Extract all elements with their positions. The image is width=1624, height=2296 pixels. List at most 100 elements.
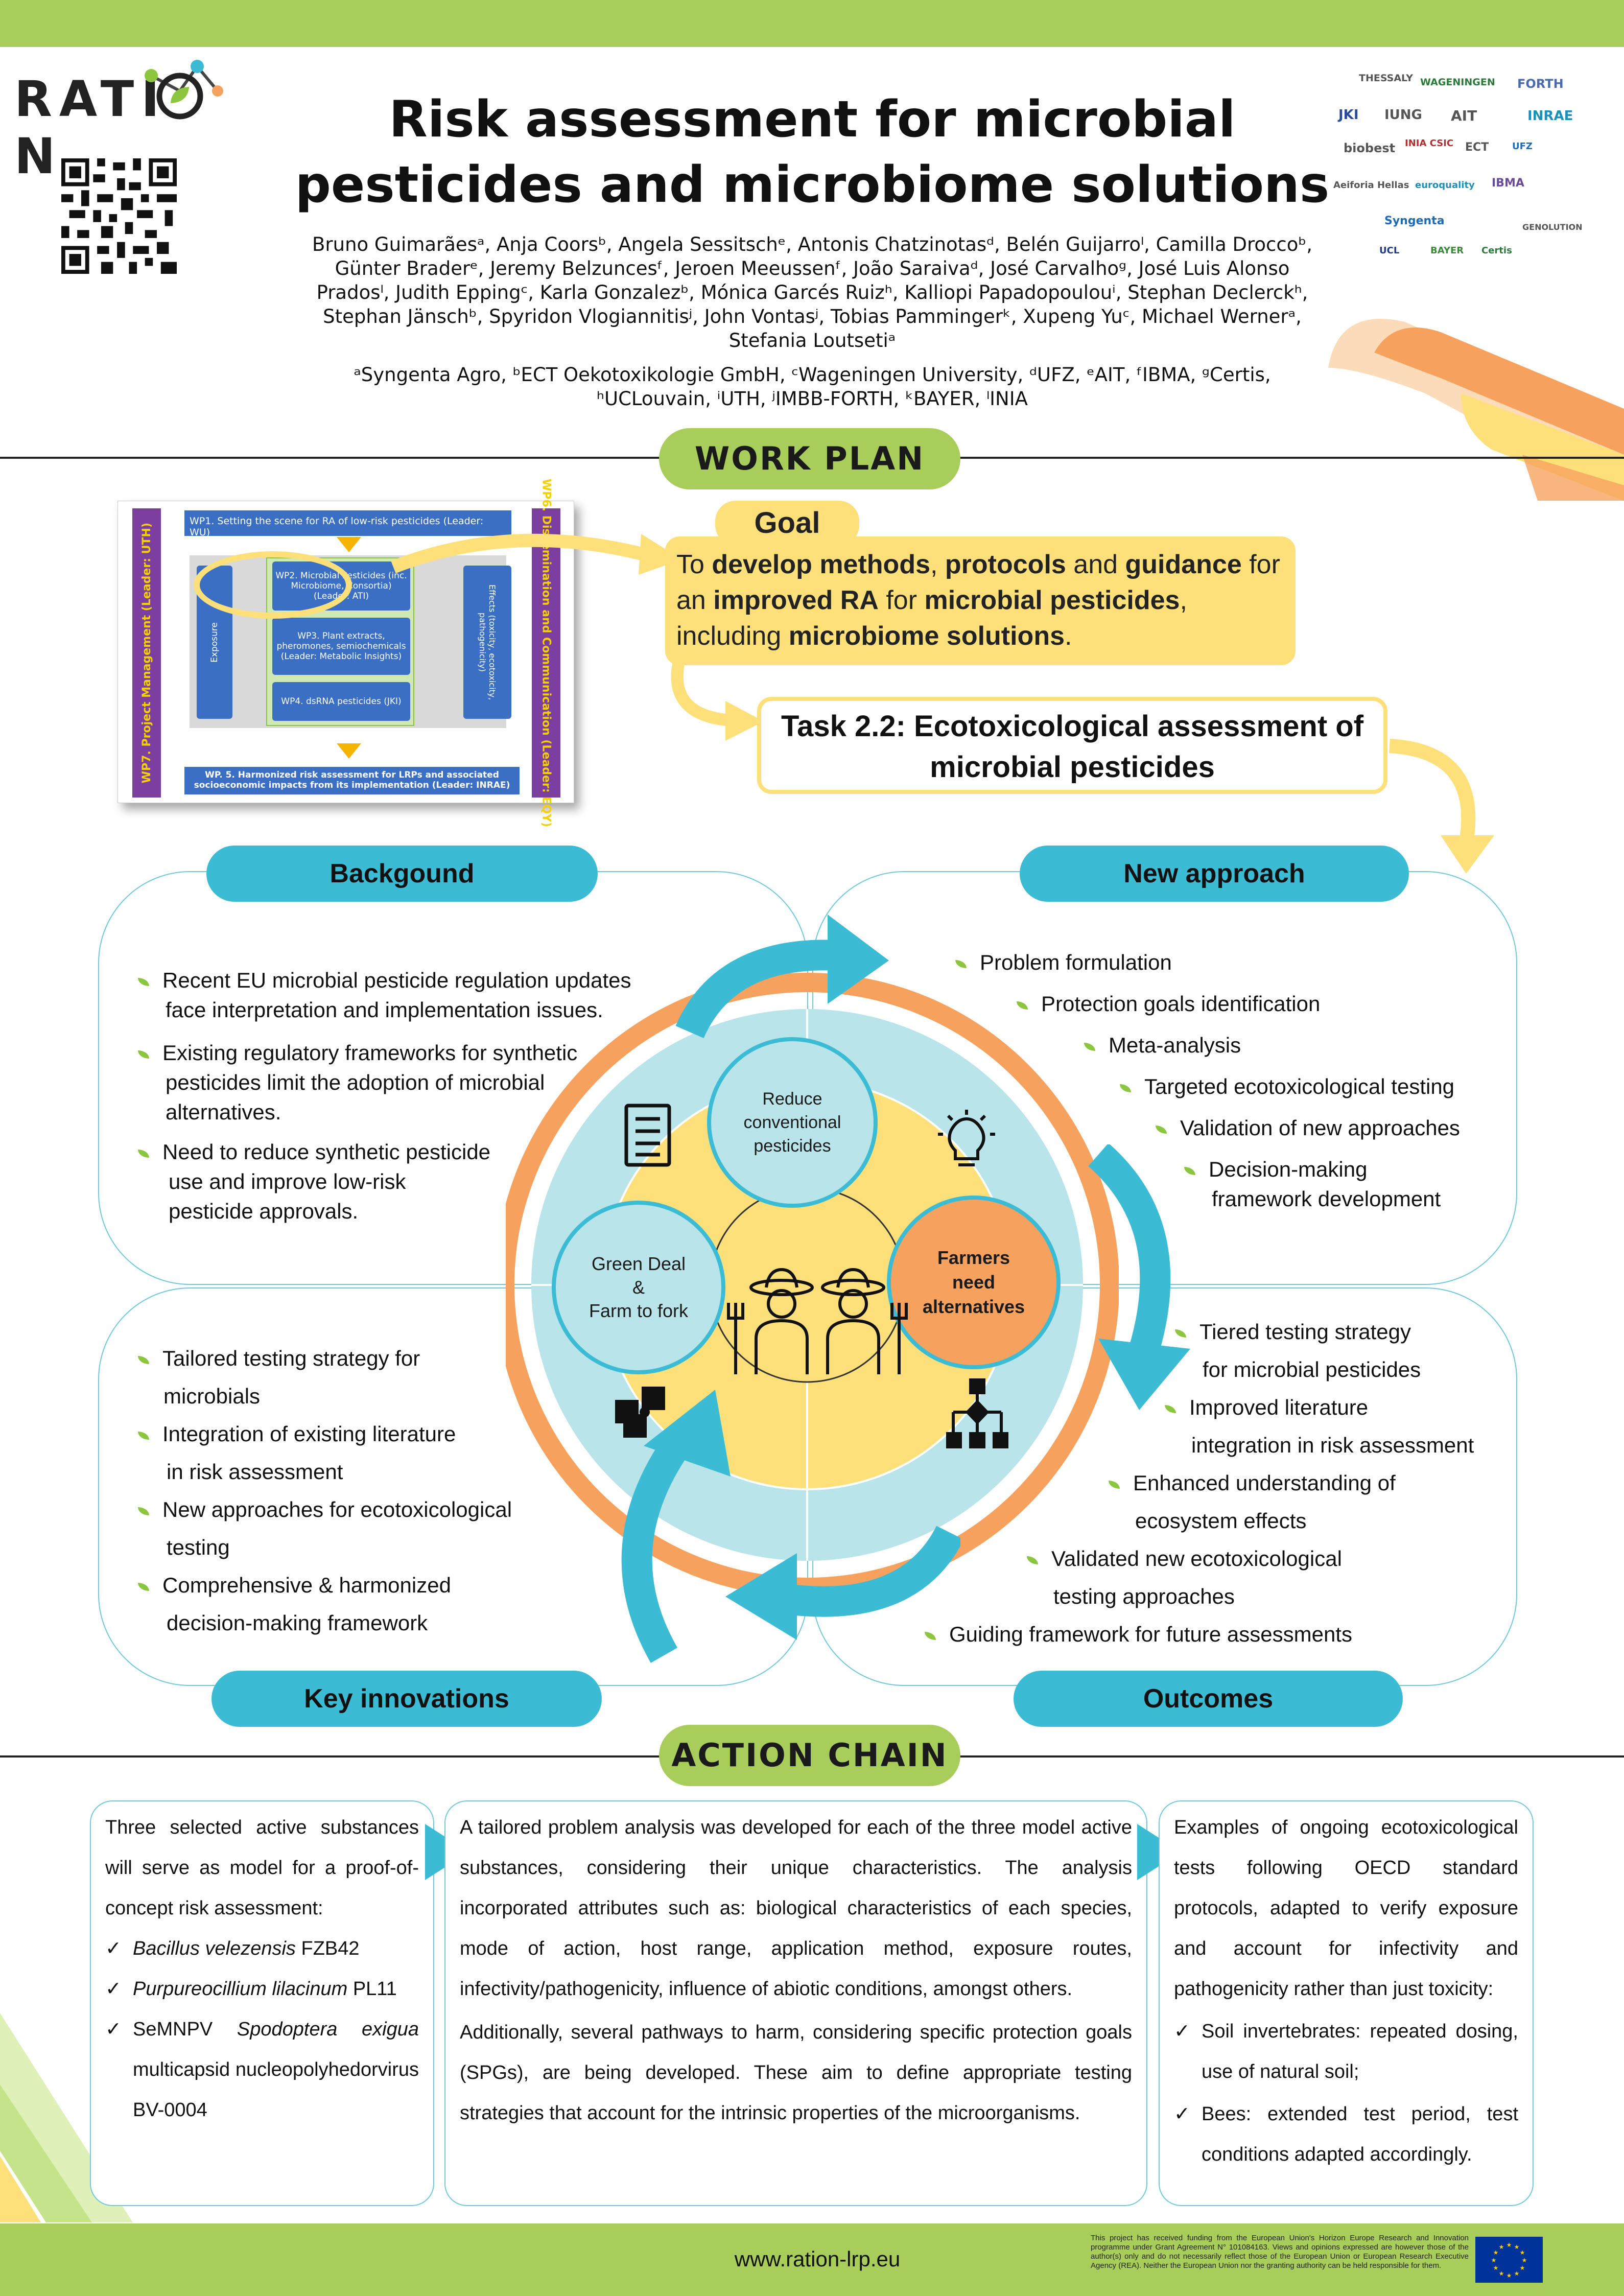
work-plan-diagram: WP7. Project Management (Leader: UTH) WP… <box>117 479 574 827</box>
goal-label: Goal <box>715 501 859 546</box>
box-intro: Three selected active substances will se… <box>105 1817 419 1919</box>
funding-disclaimer: This project has received funding from t… <box>1091 2234 1469 2270</box>
work-plan-heading: WORK PLAN <box>659 428 960 489</box>
svg-text:★: ★ <box>1491 2257 1497 2264</box>
task-box: Task 2.2: Ecotoxicological assessment of… <box>757 697 1387 794</box>
svg-text:★: ★ <box>1514 2243 1520 2251</box>
check-icon: ✓ <box>105 1978 122 2000</box>
affiliation-list: ᵃSyngenta Agro, ᵇECT Oekotoxikologie Gmb… <box>286 363 1338 411</box>
arrow-cycle-icon <box>725 1526 960 1640</box>
partner-logo: Syngenta <box>1384 215 1445 227</box>
outcomes-heading: Outcomes <box>1014 1671 1403 1727</box>
partner-logo: AIT <box>1451 107 1477 124</box>
arrow-cycle-icon <box>675 915 889 1039</box>
title-line-1: Risk assessment for microbial <box>389 90 1236 149</box>
paragraph: Additionally, several pathways to harm, … <box>460 2022 1132 2124</box>
partner-logo: biobest <box>1344 141 1396 155</box>
goal-box: To develop methods, protocols and guidan… <box>665 536 1296 665</box>
list-item: Guiding framework for future assessments <box>925 1615 1352 1653</box>
arrow-down-icon <box>337 743 361 759</box>
affiliation-line: ʰUCLouvain, ⁱUTH, ʲIMBB-FORTH, ᵏBAYER, ˡ… <box>597 388 1028 410</box>
svg-text:★: ★ <box>1499 2270 1504 2277</box>
qr-code[interactable] <box>61 158 177 274</box>
leaf-icon <box>138 1050 149 1059</box>
author-line: Stefania Loutsetiᵃ <box>728 330 896 352</box>
box-intro: Examples of ongoing ecotoxicological tes… <box>1174 1817 1518 2000</box>
wp7-bar: WP7. Project Management (Leader: UTH) <box>132 508 161 798</box>
background-heading: Backgound <box>206 846 598 902</box>
leaf-icon <box>1156 1125 1167 1134</box>
svg-text:★: ★ <box>1499 2243 1504 2251</box>
bottom-bar <box>0 2223 1624 2296</box>
arrow-cycle-icon <box>1088 1144 1190 1410</box>
logo-network-icon <box>145 60 223 120</box>
svg-text:★: ★ <box>1522 2257 1527 2264</box>
paragraph: A tailored problem analysis was develope… <box>460 1817 1132 2000</box>
partner-logo: JKI <box>1338 107 1359 123</box>
task-line-1: Task 2.2: Ecotoxicological assessment of <box>781 710 1364 743</box>
leaf-icon <box>138 1431 149 1440</box>
leaf-icon <box>138 1507 149 1515</box>
eu-flag-icon: ★★★★ ★★★★ ★★★★ <box>1475 2237 1543 2283</box>
arrow-to-goal-icon <box>391 533 682 575</box>
check-icon: ✓ <box>1174 2021 1190 2042</box>
svg-text:★: ★ <box>1507 2241 1512 2248</box>
top-bar <box>0 0 1624 47</box>
partner-logo: IUNG <box>1384 107 1422 123</box>
partner-logo: ECT <box>1465 141 1489 154</box>
arrow-down-icon <box>337 537 361 552</box>
partner-logo: UCL <box>1379 245 1400 256</box>
green-deal-circle: Green Deal&Farm to fork <box>552 1201 725 1374</box>
partner-logo: INRAE <box>1527 108 1573 124</box>
svg-text:★: ★ <box>1493 2264 1499 2271</box>
partner-logo: UFZ <box>1512 141 1533 152</box>
partner-logo: GENOLUTION <box>1522 222 1583 232</box>
checklist-icon <box>624 1104 671 1167</box>
key-innovations-heading: Key innovations <box>211 1671 602 1727</box>
list-item: Meta-analysis <box>1084 1030 1241 1060</box>
list-item: ✓Soil invertebrates: repeated dosing, us… <box>1174 2011 1518 2092</box>
list-item: ✓Bees: extended test period, test condit… <box>1174 2094 1518 2175</box>
leaf-icon <box>138 1582 149 1591</box>
svg-text:★: ★ <box>1493 2249 1499 2256</box>
author-line: Stephan Jänschᵇ, Spyridon Vlogiannitisʲ,… <box>323 306 1302 327</box>
check-icon: ✓ <box>1174 2103 1190 2125</box>
partner-logo: IBMA <box>1492 177 1524 190</box>
partner-logo: Aeiforia Hellas <box>1333 180 1409 191</box>
wp5-box: WP. 5. Harmonized risk assessment for LR… <box>184 767 520 794</box>
partner-logo: WAGENINGEN <box>1420 77 1495 88</box>
partner-logo: euroquality <box>1415 180 1475 191</box>
action-chain-heading: ACTION CHAIN <box>659 1725 960 1786</box>
list-item: Validation of new approaches <box>1156 1113 1460 1143</box>
partner-logo: FORTH <box>1517 77 1564 91</box>
list-item: ✓SeMNPV Spodoptera exigua multicapsid nu… <box>105 2009 419 2130</box>
partner-logos: THESSALY WAGENINGEN FORTH JKI IUNG AIT I… <box>1328 66 1583 281</box>
list-item: Protection goals identification <box>1017 989 1320 1019</box>
model-substances-box: Three selected active substances will se… <box>90 1800 434 2206</box>
effects-box: Effects (toxicity, ecotoxicity, pathogen… <box>463 566 511 719</box>
website-link[interactable]: www.ration-lrp.eu <box>734 2247 901 2271</box>
new-approach-list: Problem formulation Protection goals ide… <box>955 948 1492 1234</box>
ecotox-tests-box: Examples of ongoing ecotoxicological tes… <box>1159 1800 1534 2206</box>
leaf-icon <box>1120 1084 1131 1092</box>
problem-analysis-box: A tailored problem analysis was develope… <box>444 1800 1147 2206</box>
leaf-icon <box>138 977 149 986</box>
leaf-icon <box>138 1355 149 1364</box>
partner-logo: THESSALY <box>1359 73 1413 84</box>
author-line: Pradosˡ, Judith Eppingᶜ, Karla Gonzalezᵇ… <box>316 282 1308 303</box>
arrow-cycle-icon <box>621 1390 731 1663</box>
new-approach-heading: New approach <box>1020 846 1409 902</box>
wp2-highlight <box>194 551 352 619</box>
svg-text:★: ★ <box>1514 2270 1520 2277</box>
wp4-box: WP4. dsRNA pesticides (JKI) <box>272 682 410 721</box>
partner-logo: BAYER <box>1430 245 1464 256</box>
task-line-2: microbial pesticides <box>930 751 1215 784</box>
